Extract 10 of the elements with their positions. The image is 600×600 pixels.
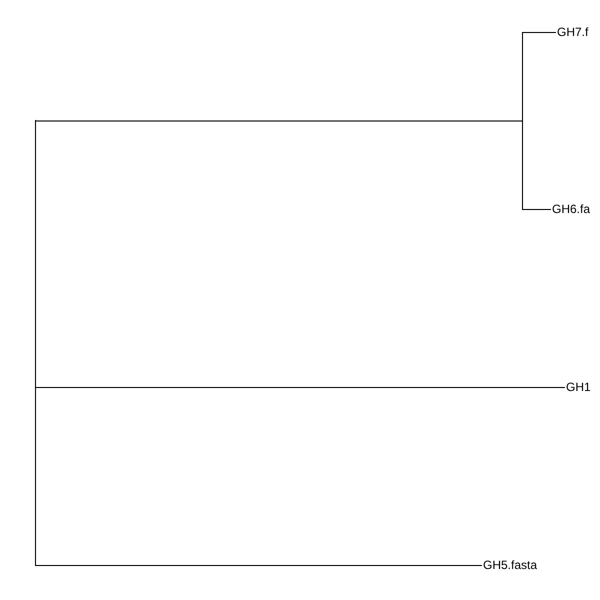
tree-branch — [34, 565, 482, 566]
tip-label: GH5.fasta — [483, 558, 538, 572]
tree-branch — [34, 120, 522, 122]
tree-branch — [34, 387, 566, 388]
tip-label: GH7.f — [557, 25, 588, 39]
tip-label: GH6.fa — [552, 202, 590, 216]
tree-branch — [522, 209, 552, 210]
tip-label: GH1 — [566, 380, 591, 394]
tree-branch — [522, 32, 556, 33]
branch-junction-line — [34, 120, 36, 566]
